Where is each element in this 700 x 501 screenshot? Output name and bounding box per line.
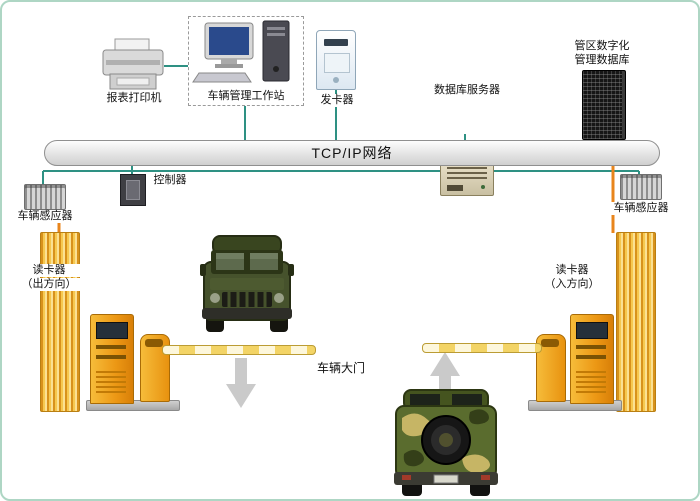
card-issuer-label: 发卡器 [312,94,362,107]
jeep-rear-icon [394,389,498,496]
barrier-post-cap [541,339,559,347]
controller-face [126,180,140,200]
workstation-label: 车辆管理工作站 [207,90,285,102]
kiosk-card-slot [96,345,126,349]
kiosk-ticket-slot [96,355,126,359]
db-server-led [481,185,485,189]
kiosk-ticket-slot [576,355,606,359]
card-reader-exit-label-line2: （出方向） [16,278,82,291]
gate-kiosk-exit-icon [90,314,134,404]
kiosk-screen [576,322,608,339]
gate-kiosk-entry-icon [570,314,614,404]
barrier-wall-left [40,232,80,412]
kiosk-card-slot [576,345,606,349]
district-db-rack-icon [582,70,626,140]
entry-direction-arrow-icon [430,352,460,402]
jeep-front-icon [200,235,294,332]
report-printer-label: 报表打印机 [98,92,170,105]
db-server-label: 数据库服务器 [432,84,502,97]
card-reader-entry-label-line2: （入方向） [536,278,608,291]
network-bus: TCP/IP网络 [44,140,660,166]
kiosk-screen [96,322,128,339]
barrier-post-cap [145,339,163,347]
db-server-drive-bay [447,185,463,191]
card-reader-exit-label-line1: 读卡器 [16,264,82,277]
printer-icon [102,38,164,90]
kiosk-vent [576,371,606,393]
card-issuer-panel [324,53,350,73]
card-issuer-button [333,77,339,83]
vehicle-sensor-right-icon [620,174,662,200]
barrier-wall-right [616,232,656,412]
workstation-icon [192,20,290,83]
card-issuer-icon [316,30,356,90]
barrier-arm-entry [422,343,542,353]
district-db-label-line1: 管区数字化 [568,40,636,53]
kiosk-vent [96,371,126,393]
report-printer-device [100,38,166,97]
card-issuer-slot [324,39,348,46]
vehicle-sensor-left-label: 车辆感应器 [10,210,80,223]
workstation-group: 车辆管理工作站 [188,16,304,106]
district-db-label-line2: 管理数据库 [568,54,636,67]
vehicle-sensor-right-label: 车辆感应器 [606,202,676,215]
controller-label: 控制器 [148,174,192,187]
network-bus-label: TCP/IP网络 [311,145,393,161]
controller-icon [120,174,146,206]
db-server-vents [447,165,487,179]
vehicle-gate-label: 车辆大门 [312,362,370,375]
card-reader-entry-label-line1: 读卡器 [536,264,608,277]
exit-direction-arrow-icon [226,358,256,408]
vehicle-sensor-left-icon [24,184,66,210]
barrier-arm-exit [162,345,316,355]
